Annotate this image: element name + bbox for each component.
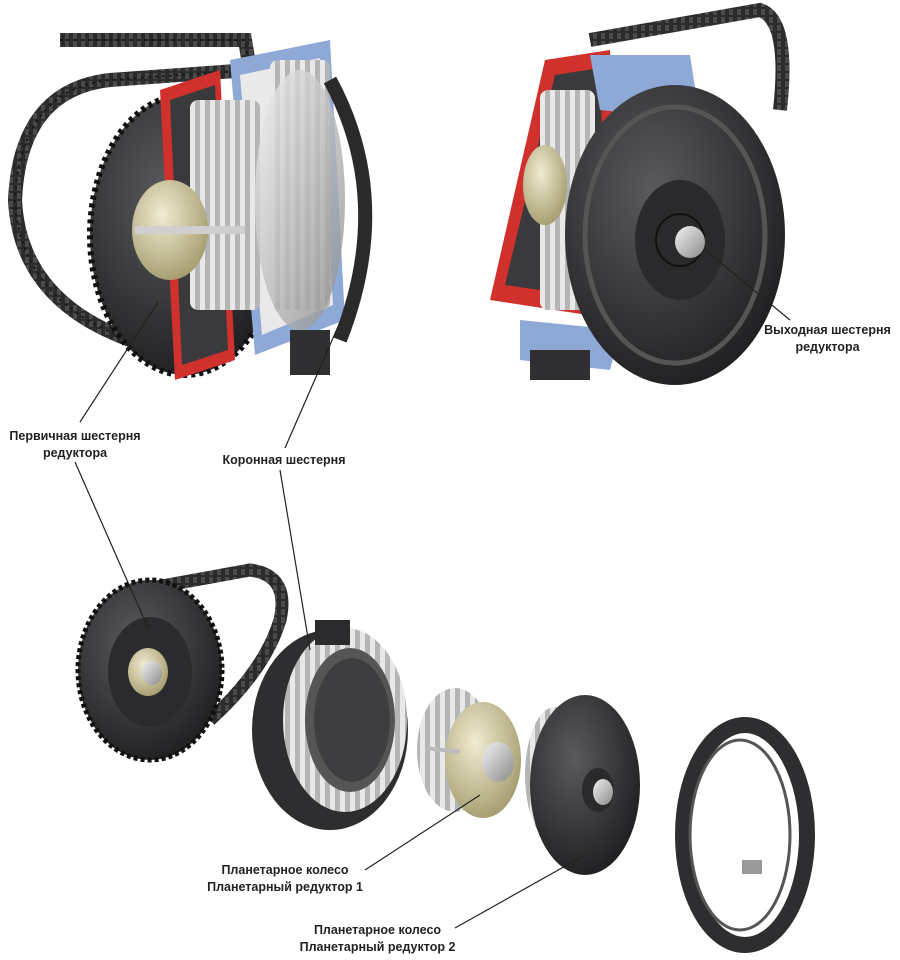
label-planet-wheel-2: Планетарное колесо Планетарный редуктор … — [299, 923, 456, 954]
ring-gear-part — [252, 620, 408, 830]
primary-gear-part — [75, 577, 225, 763]
planet-wheel-2-part — [525, 695, 640, 875]
top-left-cutaway-assembly — [7, 33, 373, 380]
label-ring-gear: Коронная шестерня — [222, 453, 346, 467]
outer-sleeve-part — [675, 717, 815, 953]
exploded-view — [75, 563, 815, 953]
label-primary-gear: Первичная шестерня редуктора — [9, 429, 141, 460]
planet-wheel-1-part — [417, 688, 521, 818]
label-planet-wheel-1: Планетарное колесо Планетарный редуктор … — [207, 863, 363, 894]
leader-lines — [74, 249, 791, 929]
top-right-output-assembly — [490, 2, 790, 385]
label-output-gear: Выходная шестерня редуктора — [764, 323, 891, 354]
